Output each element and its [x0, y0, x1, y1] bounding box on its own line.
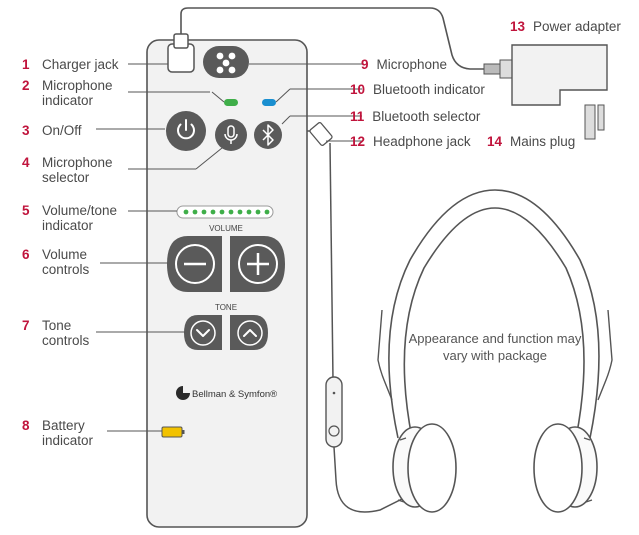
callout-text: Battery [42, 418, 85, 433]
callout-text: controls [42, 333, 90, 348]
callout-text: Tone [42, 318, 72, 333]
power-cable [180, 7, 485, 70]
callout-text: Headphone jack [373, 134, 471, 149]
callout-label-10: 10 Bluetooth indicator [350, 82, 485, 97]
callout-label-13: 13 Power adapter [510, 19, 621, 34]
battery-indicator-icon [161, 426, 185, 438]
callout-label-3: 3 On/Off [22, 123, 82, 138]
bluetooth-indicator-led [262, 99, 276, 106]
power-button[interactable] [166, 111, 206, 151]
tone-label: TONE [215, 303, 237, 312]
callout-number: 10 [350, 82, 366, 97]
volume-label: VOLUME [209, 224, 243, 233]
callout-text: Microphone [42, 78, 113, 93]
callout-number: 13 [510, 19, 526, 34]
callout-text: indicator [42, 93, 94, 108]
indicator-dot [219, 209, 225, 215]
bluetooth-selector-button[interactable] [254, 121, 282, 149]
callout-number: 8 [22, 418, 30, 433]
callout-text: indicator [42, 218, 94, 233]
leader-lines [96, 63, 362, 432]
callout-text: Volume/tone [42, 203, 118, 218]
callout-number: 5 [22, 203, 30, 218]
callout-label-9: 9 Microphone [361, 57, 447, 72]
indicator-dot [246, 209, 252, 215]
microphone-indicator-led [224, 99, 238, 106]
callout-number: 6 [22, 247, 30, 262]
callout-number: 2 [22, 78, 30, 93]
volume-down-button[interactable] [167, 236, 222, 292]
callout-number: 12 [350, 134, 366, 149]
indicator-dots [183, 209, 270, 215]
indicator-dot [255, 209, 261, 215]
indicator-dot [228, 209, 234, 215]
callout-number: 11 [350, 109, 365, 124]
indicator-dot [237, 209, 243, 215]
callout-number: 7 [22, 318, 30, 333]
callout-number: 14 [487, 134, 503, 149]
power-adapter [483, 44, 608, 140]
callout-text: selector [42, 170, 90, 185]
indicator-dot [264, 209, 270, 215]
volume-up-button[interactable] [230, 236, 285, 292]
callout-text: indicator [42, 433, 94, 448]
callout-number: 9 [361, 57, 369, 72]
callout-label-11: 11 Bluetooth selector [350, 109, 480, 124]
charger-jack [167, 33, 195, 73]
callout-text: controls [42, 262, 90, 277]
callout-label-14: 14 Mains plug [487, 134, 575, 149]
tone-up-button[interactable] [230, 315, 268, 350]
callout-label-1: 1 Charger jack [22, 57, 119, 72]
headphones [377, 189, 613, 513]
callout-number: 4 [22, 155, 30, 170]
indicator-dot [210, 209, 216, 215]
package-note: Appearance and function may vary with pa… [408, 331, 582, 363]
callout-text: Microphone [42, 155, 113, 170]
indicator-dot [183, 209, 189, 215]
microphone-selector-button[interactable] [215, 119, 247, 151]
callout-text: Bluetooth indicator [373, 82, 485, 97]
callout-text: Volume [42, 247, 88, 262]
headphone-cable [307, 122, 411, 513]
callout-text: Mains plug [510, 134, 576, 149]
brand-logo-icon [176, 386, 190, 400]
microphone-grille [203, 46, 249, 78]
callout-number: 3 [22, 123, 30, 138]
callout-text: Microphone [376, 57, 448, 72]
tone-down-button[interactable] [184, 315, 222, 350]
indicator-dot [201, 209, 207, 215]
callout-text: Charger jack [42, 57, 119, 72]
callout-text: On/Off [42, 123, 82, 138]
device-body [146, 39, 308, 528]
callout-text: Power adapter [533, 19, 621, 34]
brand-name: Bellman & Symfon® [192, 389, 278, 400]
volume-tone-indicator [176, 205, 274, 219]
callout-number: 1 [22, 57, 30, 72]
callout-text: Bluetooth selector [372, 109, 481, 124]
callout-label-12: 12 Headphone jack [350, 134, 471, 149]
indicator-dot [192, 209, 198, 215]
